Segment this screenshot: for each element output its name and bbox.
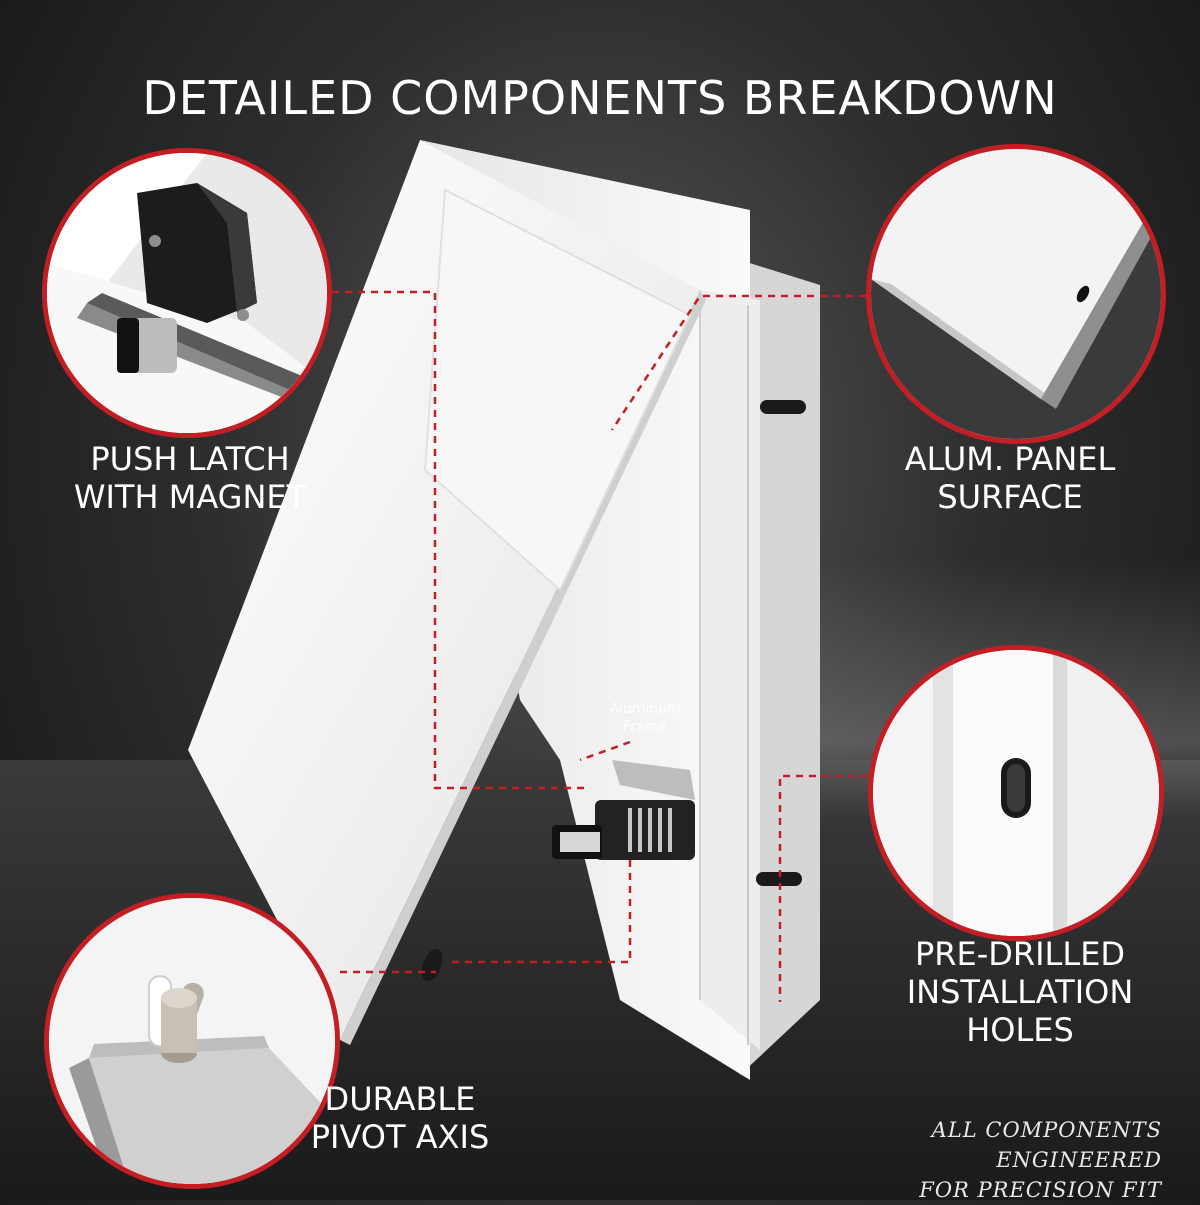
page-title: DETAILED COMPONENTS BREAKDOWN [142, 70, 1058, 125]
aluminum-panel-edge-icon [871, 149, 1161, 439]
mounting-slot-bottom [756, 872, 802, 886]
aluminum-frame-callout-line2: Frame [623, 719, 667, 735]
aluminum-panel-label-line1: ALUM. PANEL [904, 440, 1116, 478]
push-latch-magnet-icon [47, 153, 327, 433]
latch-mechanism [552, 760, 695, 860]
installation-holes-label-line1: PRE-DRILLED [914, 935, 1126, 973]
installation-holes-label: PRE-DRILLED INSTALLATION HOLES [870, 935, 1170, 1049]
footer-tagline-line2: FOR PRECISION FIT [919, 1178, 1162, 1202]
aluminum-frame-callout-line1: Aluminum [609, 701, 681, 717]
footer-tagline: ALL COMPONENTS ENGINEERED FOR PRECISION … [762, 1115, 1162, 1205]
leader-lines [332, 290, 868, 1002]
push-latch-label: PUSH LATCH WITH MAGNET [40, 440, 340, 516]
aluminum-panel-detail [866, 144, 1166, 444]
mounting-slot-icon [873, 650, 1159, 936]
pivot-hole [421, 948, 443, 982]
aluminum-panel-label: ALUM. PANEL SURFACE [860, 440, 1160, 516]
push-latch-label-line1: PUSH LATCH [90, 440, 290, 478]
footer-tagline-line1: ALL COMPONENTS ENGINEERED [931, 1118, 1162, 1172]
push-latch-detail [42, 148, 332, 438]
aluminum-panel-label-line2: SURFACE [937, 478, 1083, 516]
push-latch-label-line2: WITH MAGNET [73, 478, 307, 516]
installation-holes-detail [868, 645, 1164, 941]
panel-door [188, 140, 706, 1045]
mounting-slot-top [760, 400, 806, 414]
installation-holes-label-line3: HOLES [966, 1011, 1074, 1049]
installation-holes-label-line2: INSTALLATION [906, 973, 1134, 1011]
pivot-axis-label-line2: PIVOT AXIS [310, 1118, 490, 1156]
pivot-axis-detail [44, 893, 340, 1189]
aluminum-frame-callout: Aluminum Frame [590, 700, 700, 736]
pivot-axis-label-line1: DURABLE [324, 1080, 476, 1118]
pivot-axis-label: DURABLE PIVOT AXIS [260, 1080, 540, 1156]
pivot-pin-icon [49, 898, 335, 1184]
